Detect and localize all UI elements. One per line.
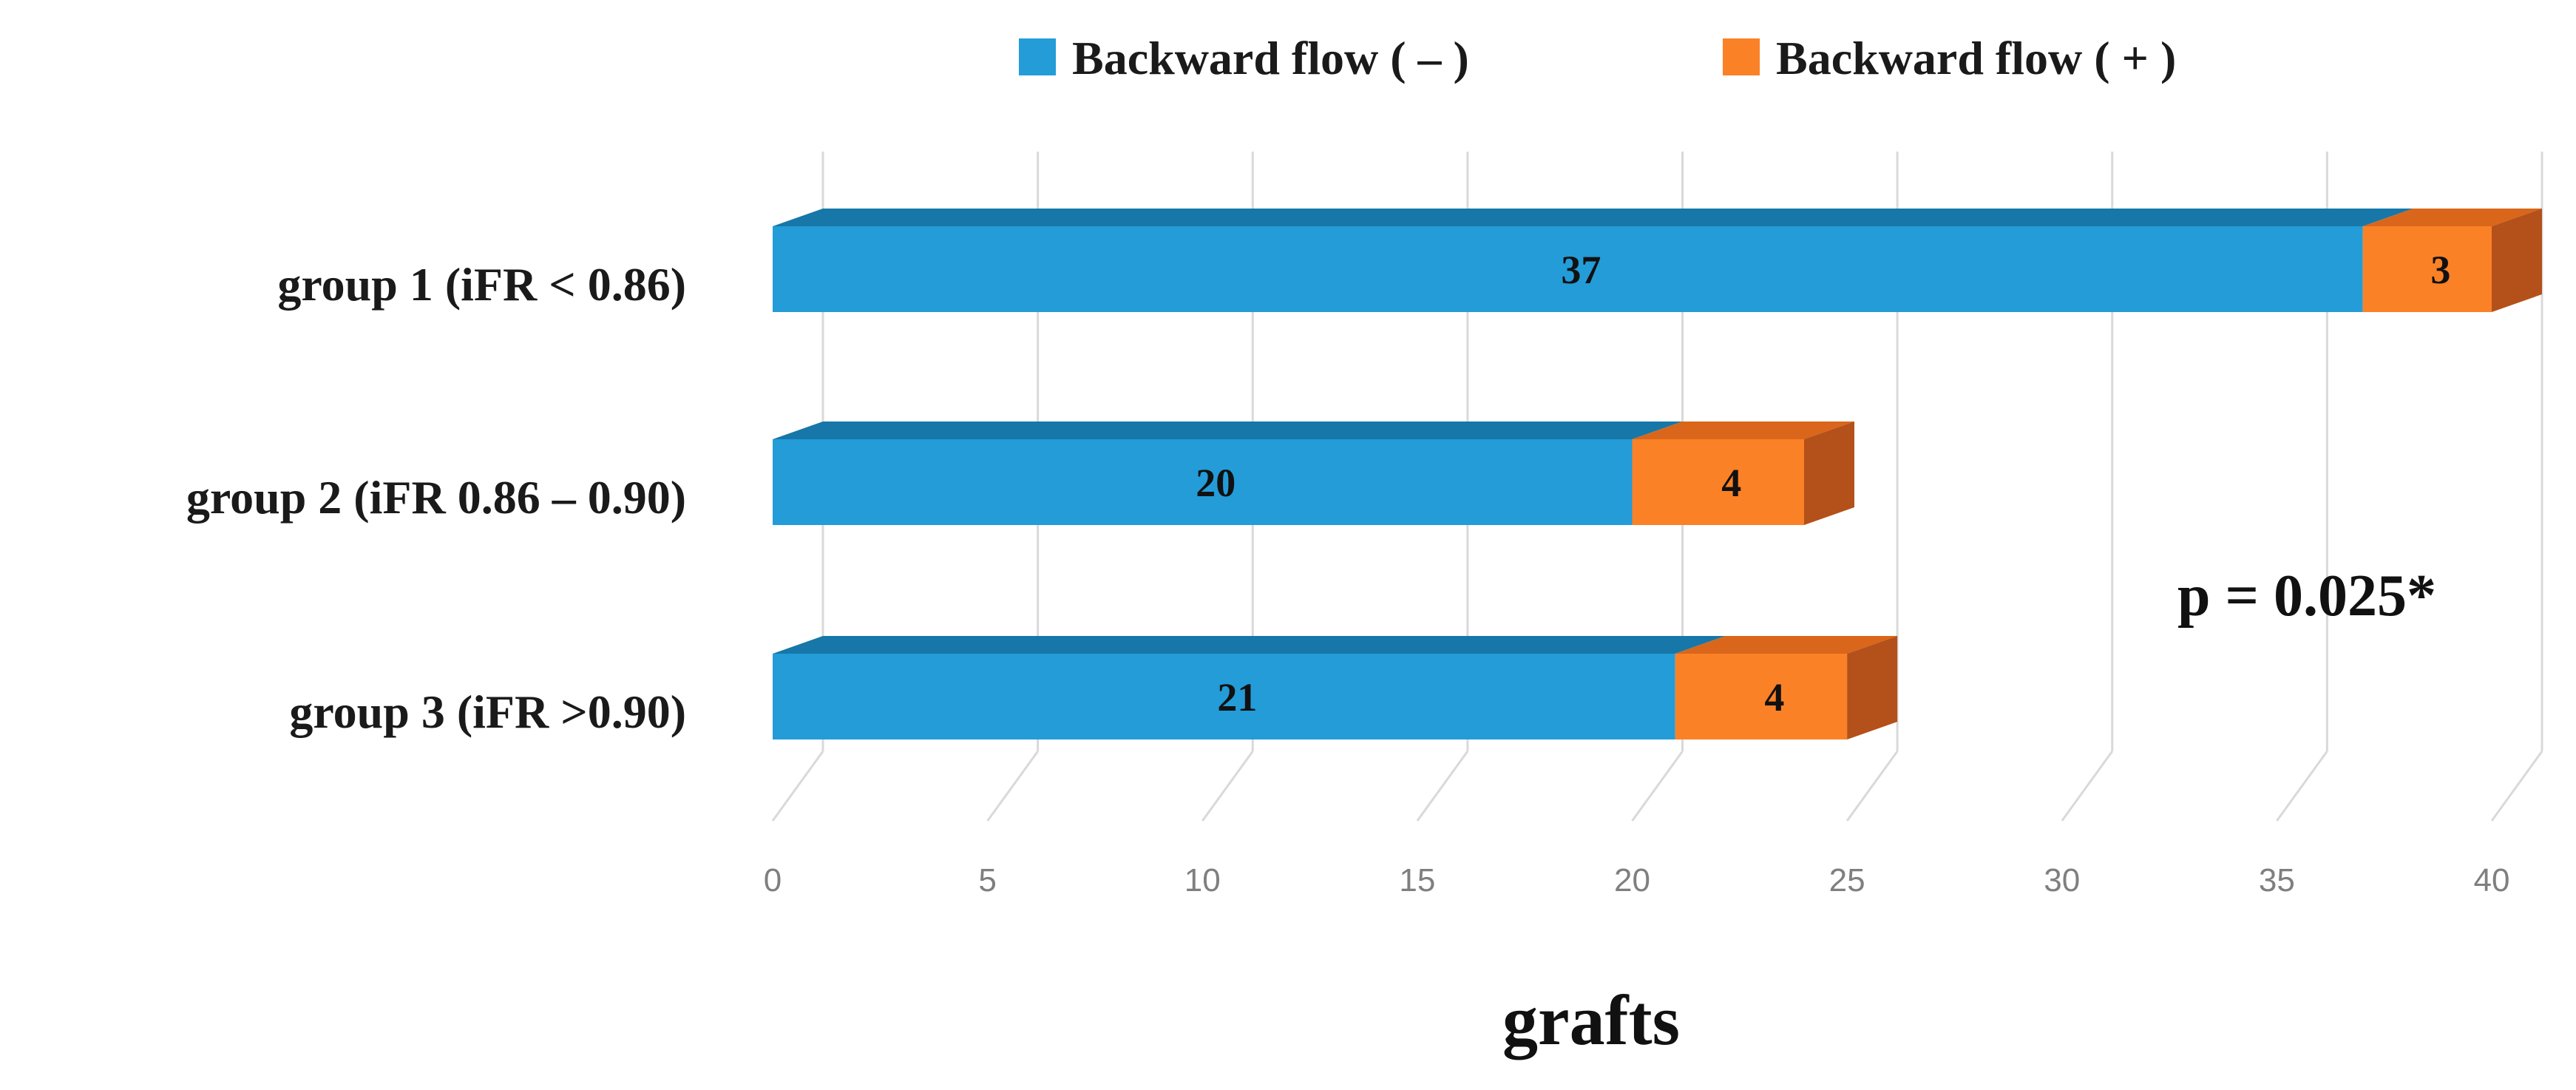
legend-swatch-1 <box>1019 38 1056 75</box>
bar-segment-3-1: 21 <box>773 636 1726 739</box>
x-tick-label-10: 10 <box>1184 862 1221 898</box>
bar-segment-2-1: 20 <box>773 422 1683 525</box>
x-axis-ticks: 0 5 10 15 20 25 30 35 40 <box>764 862 2510 898</box>
data-label-2-2: 4 <box>1721 461 1741 505</box>
category-label-3: group 3 (iFR >0.90) <box>289 686 686 738</box>
legend-swatch-2 <box>1723 38 1760 75</box>
data-label-1-2: 3 <box>2430 248 2450 292</box>
bar-front-face <box>1632 439 1804 525</box>
bar-segment-2-2: 4 <box>1632 422 1854 525</box>
bar-side-face <box>1804 422 1854 525</box>
bar-front-face <box>773 226 2363 312</box>
x-tick-label-30: 30 <box>2044 862 2080 898</box>
x-tick-label-5: 5 <box>978 862 996 898</box>
bar-side-face <box>2492 209 2542 312</box>
category-label-1: group 1 (iFR < 0.86) <box>277 258 686 311</box>
p-value-annotation: p = 0.025* <box>2177 563 2436 629</box>
data-label-2-1: 20 <box>1196 461 1236 505</box>
bar-segment-1-1: 37 <box>773 209 2413 312</box>
bars: 37 3 20 4 21 4 <box>773 209 2542 739</box>
floor-line-3 <box>1416 751 1469 822</box>
bar-front-face <box>1675 654 1848 739</box>
floor-line-0 <box>771 751 824 822</box>
category-label-2: group 2 (iFR 0.86 – 0.90) <box>186 471 686 524</box>
x-tick-label-15: 15 <box>1399 862 1435 898</box>
bar-front-face <box>773 654 1675 739</box>
bar-top-face <box>773 636 1726 654</box>
floor-line-7 <box>2276 751 2328 822</box>
x-tick-label-35: 35 <box>2259 862 2295 898</box>
floor-line-1 <box>986 751 1039 822</box>
x-tick-label-0: 0 <box>764 862 782 898</box>
floor-line-4 <box>1631 751 1684 822</box>
legend-label-1: Backward flow ( – ) <box>1072 32 1469 84</box>
bar-side-face <box>1847 636 1898 739</box>
bar-top-face <box>773 209 2413 226</box>
x-tick-label-25: 25 <box>1829 862 1865 898</box>
bar-front-face <box>773 439 1633 525</box>
floor-line-8 <box>2490 751 2543 822</box>
floor-line-5 <box>1845 751 1899 822</box>
bar-top-face <box>1675 636 1898 654</box>
bar-top-face <box>1632 422 1854 439</box>
floor-line-2 <box>1201 751 1254 822</box>
x-tick-label-20: 20 <box>1614 862 1650 898</box>
data-label-3-2: 4 <box>1764 675 1784 720</box>
bar-front-face <box>2362 226 2492 312</box>
bar-segment-3-2: 4 <box>1675 636 1898 739</box>
bar-segment-1-2: 3 <box>2362 209 2542 312</box>
x-axis-title: grafts <box>1502 981 1680 1060</box>
category-labels: group 1 (iFR < 0.86) group 2 (iFR 0.86 – … <box>186 258 686 738</box>
legend-label-2: Backward flow ( + ) <box>1776 32 2176 84</box>
data-label-1-1: 37 <box>1561 248 1601 292</box>
x-tick-label-40: 40 <box>2474 862 2510 898</box>
bar-top-face <box>773 422 1683 439</box>
legend: Backward flow ( – ) Backward flow ( + ) <box>1019 32 2176 84</box>
floor-line-6 <box>2061 751 2113 822</box>
bar-top-face <box>2362 209 2542 226</box>
data-label-3-1: 21 <box>1217 675 1257 720</box>
